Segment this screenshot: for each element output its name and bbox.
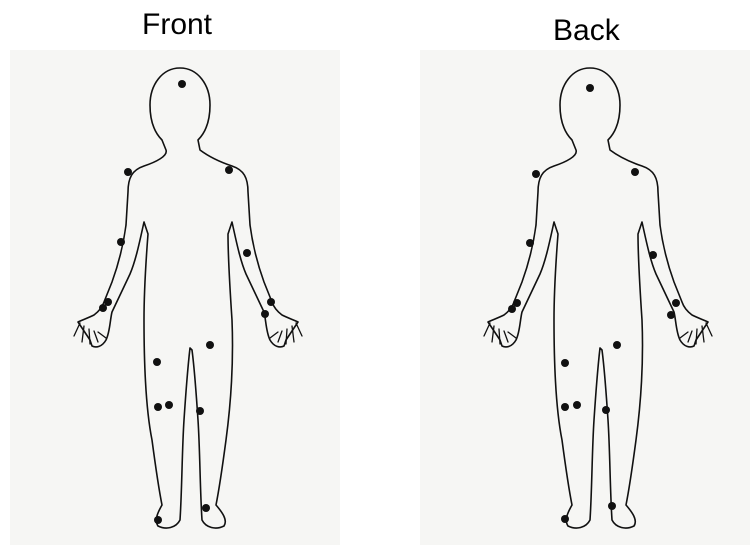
back-figure-panel xyxy=(420,50,750,545)
front-point-right-shoulder xyxy=(225,166,233,174)
front-point-left-shoulder xyxy=(124,168,132,176)
back-point-right-knee xyxy=(602,406,610,414)
front-figure-panel xyxy=(10,50,340,545)
front-point-left-knee-b xyxy=(165,401,173,409)
front-point-right-wrist-a xyxy=(267,298,275,306)
front-point-left-ankle xyxy=(154,516,162,524)
back-title: Back xyxy=(553,16,620,46)
back-point-head xyxy=(586,84,594,92)
front-title: Front xyxy=(142,10,212,40)
back-point-left-knee-b xyxy=(573,401,581,409)
back-right-hand-fingers xyxy=(680,323,712,344)
back-point-right-wrist-a xyxy=(672,299,680,307)
back-point-left-wrist-b xyxy=(508,305,516,313)
front-point-right-knee xyxy=(196,407,204,415)
back-point-left-knee-a xyxy=(561,403,569,411)
back-body-outline xyxy=(488,68,708,528)
front-point-left-knee-a xyxy=(154,403,162,411)
front-point-left-upper-arm xyxy=(117,238,125,246)
back-point-right-upper-arm xyxy=(649,251,657,259)
back-point-left-upper-arm xyxy=(526,239,534,247)
front-point-right-upper-arm xyxy=(243,249,251,257)
back-point-right-hip xyxy=(613,341,621,349)
front-body-diagram xyxy=(10,50,340,545)
back-point-left-thigh xyxy=(561,359,569,367)
front-right-hand-fingers xyxy=(270,323,302,344)
front-point-left-wrist-b xyxy=(99,304,107,312)
front-point-left-thigh xyxy=(153,358,161,366)
front-point-right-ankle xyxy=(202,504,210,512)
back-point-right-shoulder xyxy=(631,168,639,176)
back-point-right-ankle xyxy=(608,502,616,510)
back-body-diagram xyxy=(420,50,750,545)
front-point-right-wrist-b xyxy=(261,310,269,318)
back-point-left-ankle xyxy=(561,515,569,523)
front-point-right-hip xyxy=(206,341,214,349)
front-left-hand-fingers xyxy=(74,323,106,344)
back-point-left-shoulder xyxy=(532,170,540,178)
back-left-hand-fingers xyxy=(484,323,516,344)
front-body-outline xyxy=(78,68,298,528)
back-point-right-wrist-b xyxy=(667,311,675,319)
front-point-head xyxy=(178,80,186,88)
